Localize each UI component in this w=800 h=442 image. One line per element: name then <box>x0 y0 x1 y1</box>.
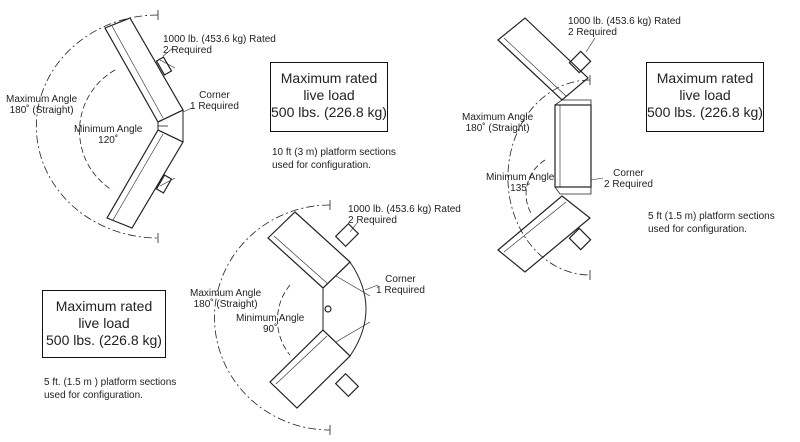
d3-connector-2 <box>568 227 592 251</box>
d3-load-line-2: live load <box>679 87 731 103</box>
d2-rated-line-2: 2 Required <box>348 215 397 226</box>
d1-corner-line-1: Corner <box>199 90 230 101</box>
d2-min-angle-label: Minimum Angle 90˚ <box>236 313 304 335</box>
d3-platform-top <box>497 17 589 101</box>
d2-connector-1 <box>334 222 360 248</box>
diagram-2-drawing <box>214 200 379 435</box>
d2-platform-bottom <box>269 329 351 409</box>
d1-min-angle-line-2: 120˚ <box>98 135 119 146</box>
d2-note-line-2: used for configuration. <box>44 390 143 401</box>
d3-rated-label: 1000 lb. (453.6 kg) Rated 2 Required <box>568 16 681 38</box>
d1-note-line-2: used for configuration. <box>272 160 371 171</box>
d3-note-line-2: used for configuration. <box>648 224 747 235</box>
d3-max-angle-line-2: 180˚ (Straight) <box>465 123 530 134</box>
diagram-3-drawing <box>497 17 604 280</box>
d1-connector-1 <box>155 56 173 76</box>
d2-corner-label: Corner 1 Required <box>376 274 425 296</box>
d3-max-angle-label: Maximum Angle 180˚ (Straight) <box>462 112 533 134</box>
d1-min-angle-arc <box>79 69 116 191</box>
d3-connector-1 <box>568 50 592 74</box>
d1-load-line-3: 500 lbs. (226.8 kg) <box>271 104 387 120</box>
d2-note-line-1: 5 ft. (1.5 m ) platform sections <box>44 377 177 388</box>
d2-min-angle-line-2: 90˚ <box>262 324 278 335</box>
d2-rated-line-1: 1000 lb. (453.6 kg) Rated <box>348 204 461 215</box>
d2-min-angle-line-1: Minimum Angle <box>236 313 305 324</box>
d2-max-angle-label: Maximum Angle 180˚ (Straight) <box>190 288 261 310</box>
d2-max-angle-arc <box>214 204 331 431</box>
d1-min-angle-line-1: Minimum Angle <box>74 124 143 135</box>
d2-load-line-1: Maximum rated <box>55 298 153 314</box>
d1-max-angle-line-2: 180˚ (Straight) <box>9 105 74 116</box>
d3-min-angle-line-2: 135˚ <box>510 183 531 194</box>
d3-corner-line-1: Corner <box>613 168 644 179</box>
d2-load-box: Maximum rated live load 500 lbs. (226.8 … <box>42 290 166 358</box>
d2-load-line-2: live load <box>78 315 130 331</box>
d1-note-line-1: 10 ft (3 m) platform sections <box>272 147 396 158</box>
d3-note-line-1: 5 ft (1.5 m) platform sections <box>648 211 775 222</box>
d3-rated-line-1: 1000 lb. (453.6 kg) Rated <box>568 16 681 27</box>
d1-min-angle-label: Minimum Angle 120˚ <box>74 124 142 146</box>
d3-platform-bottom <box>497 195 591 273</box>
d2-connector-2 <box>334 372 360 398</box>
d3-load-box: Maximum rated live load 500 lbs. (226.8 … <box>646 62 764 132</box>
d3-corner-section <box>554 104 592 188</box>
d1-corner-line-2: 1 Required <box>190 101 239 112</box>
d3-load-line-1: Maximum rated <box>656 70 754 86</box>
d1-rated-line-2: 2 Required <box>163 45 212 56</box>
d3-note: 5 ft (1.5 m) platform sections used for … <box>648 210 775 236</box>
d1-load-line-1: Maximum rated <box>280 70 378 86</box>
d2-corner-line-2: 1 Required <box>376 285 425 296</box>
d3-corner-label: Corner 2 Required <box>604 168 653 190</box>
d2-max-angle-line-1: Maximum Angle <box>190 288 262 299</box>
d2-corner <box>322 261 367 357</box>
d3-min-angle-arc <box>525 159 546 216</box>
d3-rated-line-2: 2 Required <box>568 27 617 38</box>
d3-load-line-3: 500 lbs. (226.8 kg) <box>647 104 763 120</box>
d2-platform-top <box>267 211 351 289</box>
d3-corner-line-2: 2 Required <box>604 179 653 190</box>
d1-note: 10 ft (3 m) platform sections used for c… <box>272 146 396 172</box>
d1-load-line-2: live load <box>303 87 355 103</box>
d1-rated-label: 1000 lb. (453.6 kg) Rated 2 Required <box>163 34 276 56</box>
d1-corner-label: Corner 1 Required <box>190 90 239 112</box>
d1-connector-2 <box>155 174 173 194</box>
d2-load-line-3: 500 lbs. (226.8 kg) <box>46 332 162 348</box>
d1-load-box: Maximum rated live load 500 lbs. (226.8 … <box>270 62 388 132</box>
d3-min-angle-label: Minimum Angle 135˚ <box>486 172 554 194</box>
d3-min-angle-line-1: Minimum Angle <box>486 172 555 183</box>
d3-max-angle-arc <box>507 79 591 276</box>
d1-corner <box>157 109 184 143</box>
d2-min-angle-arc <box>277 284 291 356</box>
d1-max-angle-line-1: Maximum Angle <box>6 94 78 105</box>
d2-corner-line-1: Corner <box>385 274 416 285</box>
d1-max-angle-label: Maximum Angle 180˚ (Straight) <box>6 94 77 116</box>
d2-note: 5 ft. (1.5 m ) platform sections used fo… <box>44 376 176 402</box>
d2-max-angle-line-2: 180˚ (Straight) <box>193 299 258 310</box>
d3-max-angle-line-1: Maximum Angle <box>462 112 534 123</box>
d1-rated-line-1: 1000 lb. (453.6 kg) Rated <box>163 34 276 45</box>
d2-rated-label: 1000 lb. (453.6 kg) Rated 2 Required <box>348 204 461 226</box>
d1-max-angle-arc <box>35 14 159 239</box>
diagram-1-drawing <box>35 10 193 243</box>
